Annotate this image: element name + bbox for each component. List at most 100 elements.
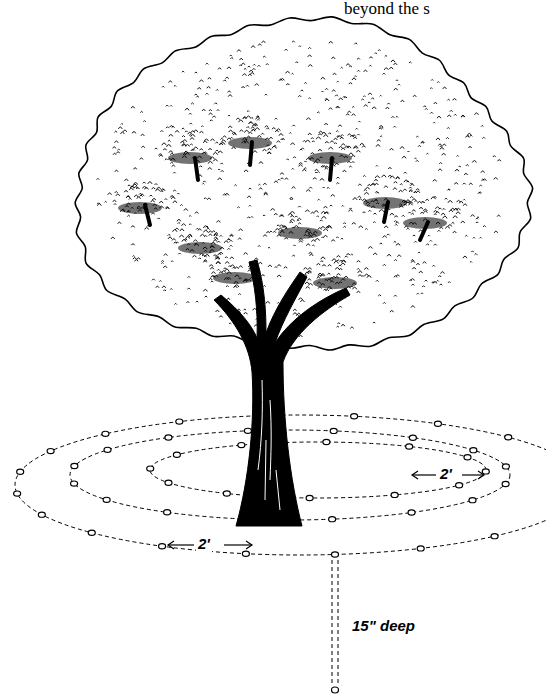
leaf-mark	[362, 275, 364, 276]
leaf-mark	[433, 122, 435, 123]
leaf-mark	[394, 295, 397, 296]
leaf-mark	[360, 143, 364, 145]
leaf-mark	[225, 269, 229, 271]
leaf-mark	[445, 198, 448, 199]
leaf-mark	[161, 189, 164, 191]
leaf-mark	[180, 229, 184, 231]
leaf-mark	[374, 179, 377, 181]
leaf-mark	[185, 108, 189, 110]
leaf-mark	[249, 132, 252, 134]
leaf-mark	[248, 74, 251, 76]
hole	[71, 463, 78, 468]
leaf-mark	[182, 71, 184, 72]
leaf-mark	[121, 123, 123, 124]
leaf-mark	[141, 134, 144, 136]
leaf-mark	[124, 191, 127, 193]
leaf-mark	[412, 267, 415, 269]
leaf-mark	[97, 203, 100, 204]
hole	[505, 435, 512, 440]
leaf-mark	[297, 313, 300, 315]
leaf-mark	[305, 210, 309, 212]
leaf-mark	[322, 265, 325, 267]
leaf-mark	[438, 230, 441, 231]
leaf-mark	[255, 84, 259, 86]
leaf-mark	[314, 211, 318, 213]
leaf-mark	[162, 143, 166, 145]
leaf-mark	[292, 168, 294, 169]
leaf-mark	[227, 248, 230, 249]
leaf-mark	[318, 199, 320, 200]
leaf-mark	[447, 99, 450, 100]
leaf-mark	[387, 103, 390, 104]
leaf-mark	[171, 261, 173, 262]
leaf-mark	[162, 286, 166, 288]
leaf-mark	[227, 239, 230, 240]
leaf-mark	[304, 268, 308, 270]
leaf-mark	[269, 137, 272, 139]
leaf-mark	[282, 138, 285, 139]
leaf-mark	[439, 208, 442, 209]
leaf-mark	[182, 239, 186, 241]
leaf-mark	[457, 155, 459, 156]
leaf-mark	[369, 65, 371, 66]
leaf-mark	[341, 148, 345, 150]
leaf-mark	[234, 185, 236, 186]
leaf-mark	[97, 204, 101, 206]
leaf-mark	[216, 262, 220, 264]
leaf-mark	[461, 115, 465, 117]
hole	[244, 428, 251, 433]
leaf-mark	[299, 163, 302, 165]
leaf-mark	[167, 145, 171, 147]
hole	[102, 431, 109, 436]
leaf-mark	[125, 179, 129, 181]
leaf-mark	[353, 198, 357, 200]
leaf-mark	[220, 235, 222, 236]
leaf-mark	[338, 125, 341, 127]
leaf-mark	[227, 298, 230, 299]
leaf-mark	[230, 235, 233, 236]
leaf-mark	[277, 265, 280, 267]
leaf-mark	[402, 215, 405, 216]
leaf-mark	[217, 241, 220, 242]
leaf-mark	[184, 209, 188, 211]
leaf-mark	[272, 146, 276, 148]
leaf-mark	[258, 44, 261, 46]
leaf-mark	[346, 114, 349, 116]
leaf-mark	[324, 123, 327, 125]
leaf-mark	[300, 149, 303, 150]
leaf-mark	[182, 144, 186, 146]
leaf-mark	[386, 107, 389, 109]
leaf-mark	[421, 141, 424, 143]
leaf-mark	[204, 139, 208, 141]
leaf-mark	[165, 159, 168, 160]
leaf-mark	[115, 170, 118, 172]
leaf-mark	[447, 127, 450, 128]
leaf-mark	[172, 239, 175, 241]
leaf-mark	[416, 136, 418, 137]
leaf-mark	[189, 224, 191, 225]
leaf-mark	[116, 194, 120, 196]
leaf-mark	[332, 90, 335, 92]
hole	[165, 480, 172, 485]
leaf-mark	[318, 275, 321, 277]
leaf-mark	[202, 109, 205, 111]
leaf-mark	[476, 218, 478, 219]
leaf-mark	[229, 266, 232, 267]
leaf-mark	[311, 240, 315, 242]
dimension-label: 2'	[438, 466, 454, 483]
leaf-mark	[327, 226, 331, 228]
leaf-mark	[453, 216, 457, 218]
cut-off-text: beyond the s	[342, 0, 432, 19]
leaf-mark	[282, 226, 286, 228]
leaf-mark	[163, 149, 166, 151]
leaf-mark	[350, 135, 353, 137]
leaf-mark	[115, 191, 118, 192]
leaf-mark	[384, 68, 388, 70]
leaf-mark	[454, 183, 457, 185]
leaf-mark	[467, 133, 471, 135]
leaf-mark	[388, 167, 391, 169]
leaf-mark	[266, 302, 270, 304]
leaf-mark	[309, 252, 312, 254]
leaf-mark	[174, 85, 176, 86]
leaf-mark	[113, 147, 116, 149]
